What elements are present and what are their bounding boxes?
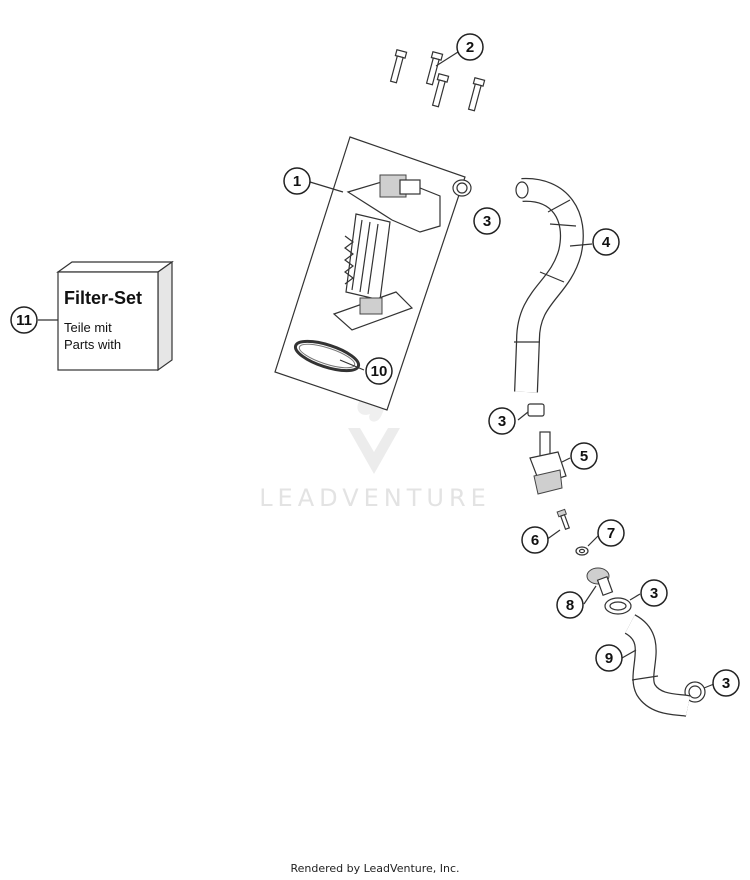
callout-9[interactable]: 9 [595,644,623,672]
svg-text:3: 3 [483,213,491,230]
callout-3-upper[interactable]: 3 [473,207,501,235]
screw-set[interactable] [389,48,486,112]
svg-text:8: 8 [566,597,574,614]
hose-nipple-fitting[interactable] [586,567,614,596]
svg-text:3: 3 [498,413,506,430]
svg-text:9: 9 [605,650,613,667]
svg-text:3: 3 [650,585,658,602]
filter-set-box[interactable]: Filter-Set Teile mit Parts with [56,260,174,372]
watermark-logo [348,394,400,474]
svg-text:6: 6 [531,532,539,549]
callout-3-lower[interactable]: 3 [640,579,668,607]
hose-clamp-upper[interactable] [452,179,472,197]
callout-8[interactable]: 8 [556,591,584,619]
fuel-hose-lower[interactable] [623,614,691,717]
svg-text:1: 1 [293,173,301,190]
washer[interactable] [575,546,589,556]
hose-clamp-middle[interactable] [527,403,545,417]
callout-7[interactable]: 7 [597,519,625,547]
quick-connector[interactable] [529,431,567,495]
callout-4[interactable]: 4 [592,228,620,256]
svg-text:5: 5 [580,448,588,465]
svg-text:3: 3 [722,675,730,692]
callout-1[interactable]: 1 [283,167,311,195]
svg-text:2: 2 [466,39,474,56]
watermark-text: LEADVENTURE [259,484,491,512]
hose-clamp-end[interactable] [684,681,706,703]
filter-set-title: Filter-Set [64,288,142,308]
fuel-pump-assembly[interactable] [274,136,466,411]
callout-2[interactable]: 2 [456,33,484,61]
callout-10[interactable]: 10 [365,357,393,385]
hose-clamp-lower[interactable] [604,597,632,615]
o-ring-seal[interactable] [292,335,362,376]
callout-3-end[interactable]: 3 [712,669,740,697]
svg-text:4: 4 [602,234,611,251]
callout-11[interactable]: 11 [10,306,38,334]
small-screw[interactable] [556,508,571,531]
fuel-hose-upper[interactable] [514,177,584,393]
svg-text:10: 10 [371,363,388,380]
svg-text:7: 7 [607,525,615,542]
callout-5[interactable]: 5 [570,442,598,470]
filter-set-line2: Parts with [64,337,121,352]
callout-3-middle[interactable]: 3 [488,407,516,435]
footer-credit: Rendered by LeadVenture, Inc. [290,862,460,875]
filter-set-line1: Teile mit [64,320,112,335]
svg-text:11: 11 [16,312,32,329]
callout-6[interactable]: 6 [521,526,549,554]
